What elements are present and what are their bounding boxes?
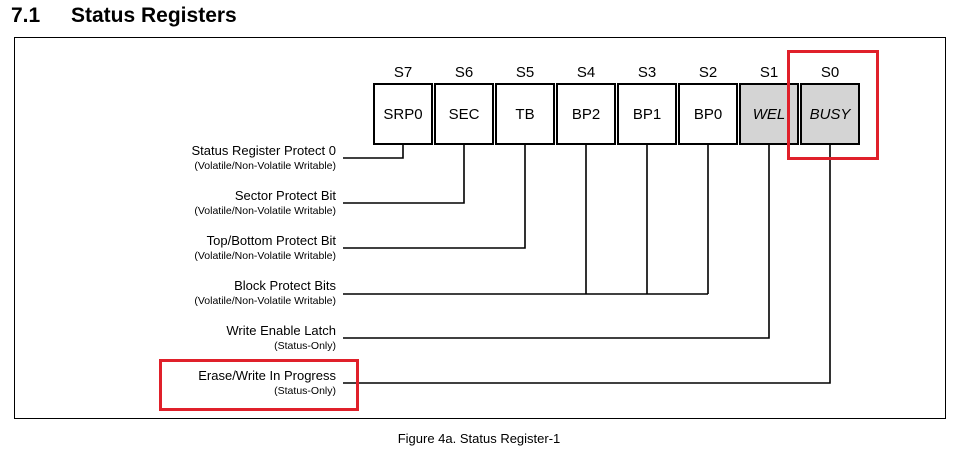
figure-frame [14,37,946,419]
connector-bp [343,145,709,295]
bit-label-s4: S4 [576,64,596,81]
register-cell-busy: BUSY [800,83,860,145]
desc-top-bottom-protect: Top/Bottom Protect Bit (Volatile/Non-Vol… [194,233,336,263]
connector-wel [343,145,770,339]
desc-note: (Status-Only) [274,340,336,352]
desc-note: (Volatile/Non-Volatile Writable) [194,205,336,217]
connector-srp0 [343,145,404,159]
desc-note: (Volatile/Non-Volatile Writable) [194,160,336,172]
desc-name: Top/Bottom Protect Bit [206,233,336,248]
desc-block-protect: Block Protect Bits (Volatile/Non-Volatil… [194,278,336,308]
desc-sector-protect: Sector Protect Bit (Volatile/Non-Volatil… [194,188,336,218]
desc-name: Status Register Protect 0 [191,143,336,158]
connector-sec [343,145,465,204]
register-cell-bp1: BP1 [617,83,677,145]
bit-label-s6: S6 [454,64,474,81]
figure-caption: Figure 4a. Status Register-1 [397,431,561,446]
bit-label-s0: S0 [820,64,840,81]
bit-label-s3: S3 [637,64,657,81]
bit-label-s5: S5 [515,64,535,81]
desc-status-register-protect: Status Register Protect 0 (Volatile/Non-… [191,143,336,173]
register-cell-sec: SEC [434,83,494,145]
desc-name: Sector Protect Bit [234,188,336,203]
connector-busy [343,145,831,384]
desc-name: Erase/Write In Progress [198,368,336,383]
section-heading: 7.1 Status Registers [11,4,237,28]
desc-note: (Status-Only) [274,385,336,397]
section-number: 7.1 [11,4,41,27]
desc-name: Write Enable Latch [226,323,336,338]
bit-label-s2: S2 [698,64,718,81]
desc-note: (Volatile/Non-Volatile Writable) [194,295,336,307]
register-cell-tb: TB [495,83,555,145]
register-cell-bp0: BP0 [678,83,738,145]
register-cell-srp0: SRP0 [373,83,433,145]
connector-tb [343,145,526,249]
desc-write-enable-latch: Write Enable Latch (Status-Only) [226,323,336,353]
bit-label-s7: S7 [393,64,413,81]
register-cell-bp2: BP2 [556,83,616,145]
desc-note: (Volatile/Non-Volatile Writable) [194,250,336,262]
desc-name: Block Protect Bits [234,278,336,293]
desc-erase-write-in-progress: Erase/Write In Progress (Status-Only) [198,368,336,398]
bit-label-s1: S1 [759,64,779,81]
section-title: Status Registers [71,4,237,27]
